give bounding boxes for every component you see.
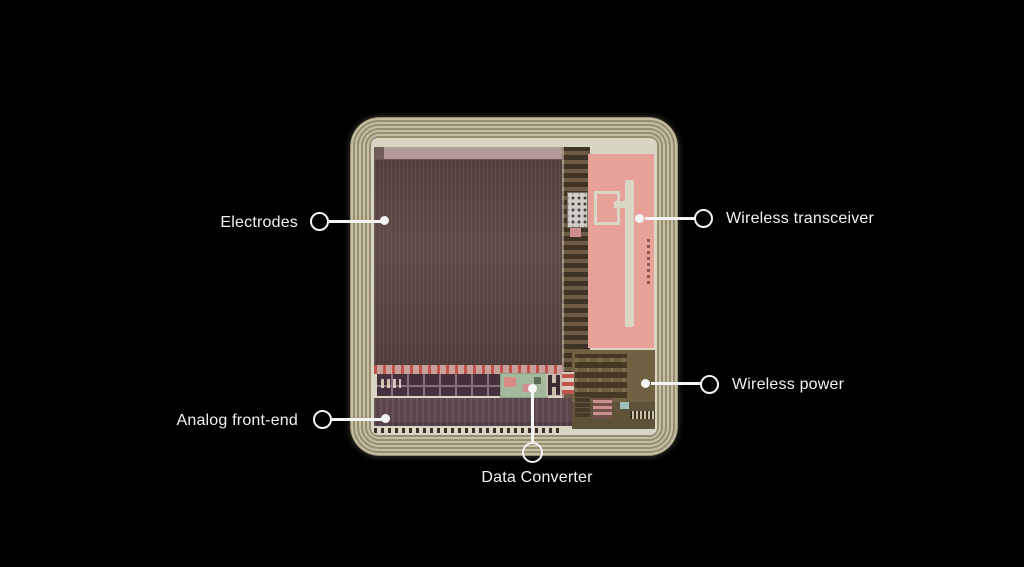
transceiver-marks — [647, 238, 650, 284]
analog-front-end-pointer-dot — [381, 414, 390, 423]
analog-front-end-strip — [374, 398, 572, 426]
data-converter-pointer-dot — [528, 384, 537, 393]
data-converter-label: Data Converter — [481, 469, 593, 486]
small-teal-block — [620, 402, 629, 409]
power-coil-bars — [575, 354, 627, 398]
die-surface — [371, 138, 657, 435]
electrodes-pointer-dot — [380, 216, 389, 225]
striped-pad-row — [630, 411, 655, 419]
wireless-transceiver-callout-circle — [694, 209, 713, 228]
small-pink-array — [593, 398, 612, 418]
red-pad-bits — [562, 372, 574, 394]
data-converter-callout-line — [531, 392, 534, 442]
data-converter-region — [500, 373, 548, 398]
electrodes-label: Electrodes — [220, 214, 298, 231]
pad-grid-structure — [567, 192, 588, 228]
analog-front-end-label: Analog front-end — [176, 412, 298, 429]
chip-die — [350, 117, 678, 456]
small-dark-blocks — [575, 396, 590, 418]
h-crossbar — [551, 383, 557, 387]
antenna-slot — [625, 180, 634, 327]
electrodes-callout-line — [329, 220, 385, 223]
data-converter-callout-circle — [522, 442, 543, 463]
analog-front-end-callout-line — [331, 418, 383, 421]
wireless-transceiver-pointer-dot — [635, 214, 644, 223]
dc-detail-pink — [504, 377, 516, 387]
h-bar-right — [556, 375, 560, 395]
wireless-power-callout-circle — [700, 375, 719, 394]
analog-front-end-region — [377, 374, 500, 396]
h-structure — [546, 374, 562, 396]
wireless-transceiver-region — [588, 154, 654, 348]
bottom-pad-row — [374, 428, 562, 433]
wireless-power-pointer-dot — [641, 379, 650, 388]
h-bar-left — [548, 375, 552, 395]
pad-row-band — [374, 365, 562, 374]
wireless-transceiver-callout-line — [645, 217, 695, 220]
antenna-stub — [594, 191, 620, 225]
wireless-transceiver-label: Wireless transceiver — [726, 210, 875, 227]
wireless-power-callout-line — [651, 382, 701, 385]
wireless-power-region — [572, 350, 655, 402]
dc-detail-pink-2 — [523, 384, 531, 392]
small-pink-block — [570, 228, 581, 237]
electrode-array-region — [374, 159, 564, 367]
wireless-power-label: Wireless power — [732, 376, 845, 393]
analog-front-end-callout-circle — [313, 410, 332, 429]
afe-corner-marks — [381, 379, 401, 388]
dc-detail-dark — [534, 377, 541, 384]
antenna-feed-bar — [614, 201, 625, 208]
electrode-top-band — [374, 147, 562, 159]
electrodes-callout-circle — [310, 212, 329, 231]
